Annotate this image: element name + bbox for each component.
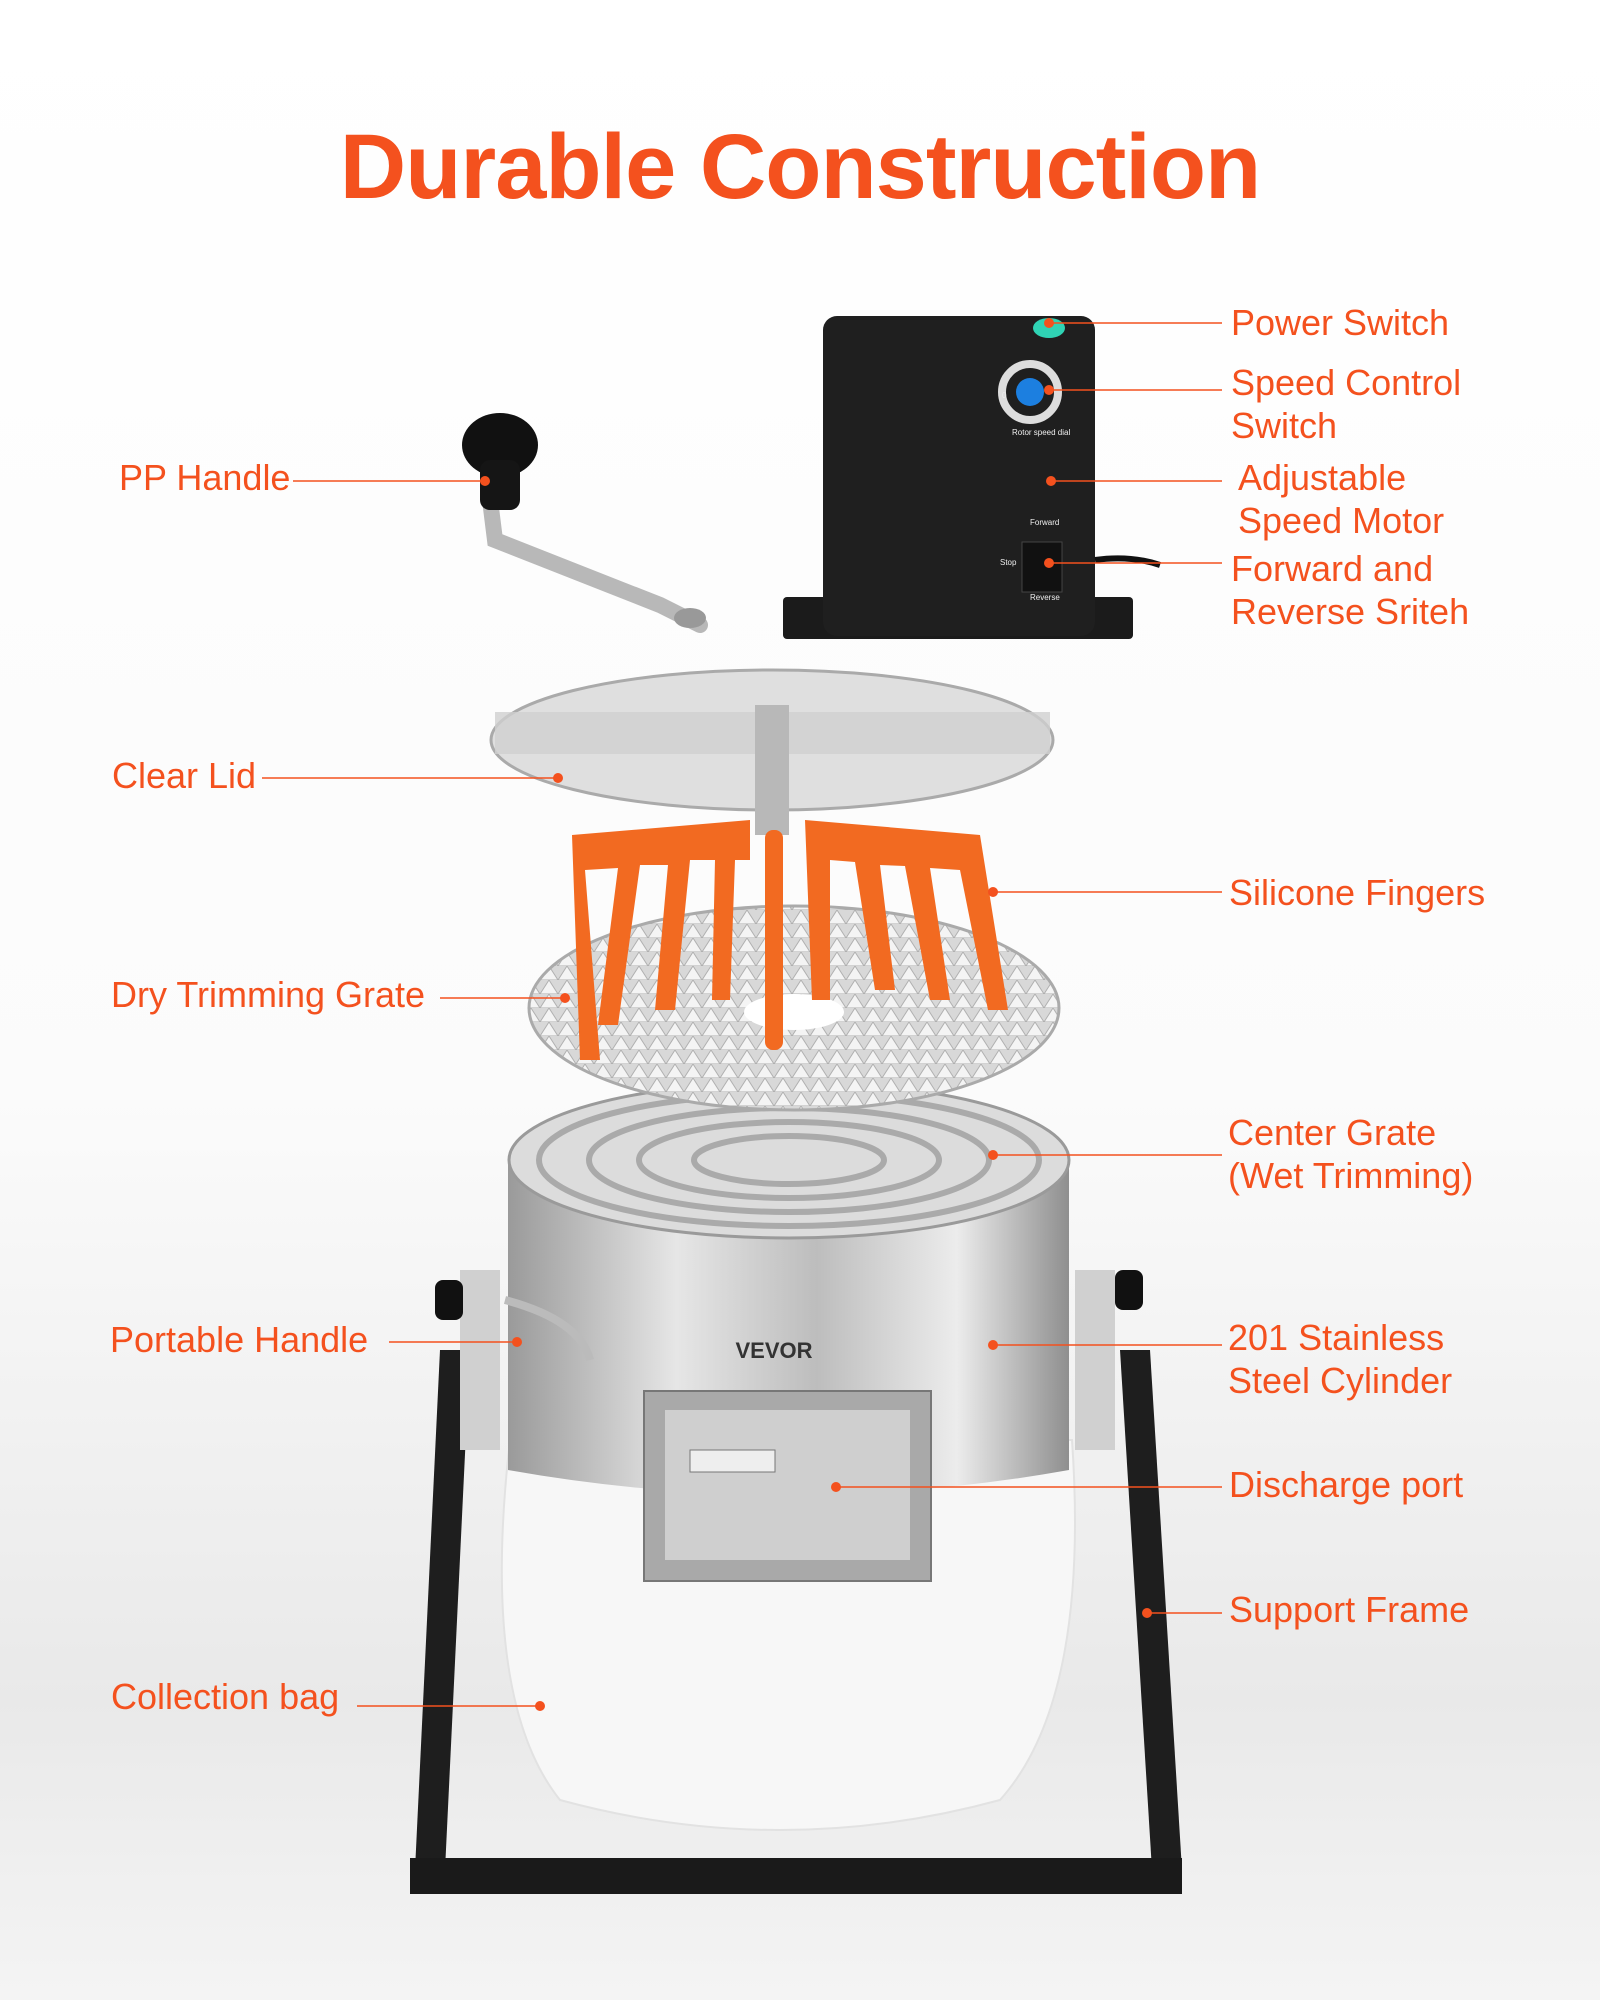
callout-text: Center Grate [1228, 1112, 1437, 1153]
callout-text: Switch [1231, 405, 1338, 446]
callout-center-grate: Center Grate(Wet Trimming) [1228, 1111, 1473, 1197]
callout-clear-lid: Clear Lid [112, 755, 257, 796]
callout-text: 201 Stainless [1228, 1317, 1445, 1358]
speed-control-dial[interactable] [1016, 378, 1044, 406]
callout-text: Reverse Sriteh [1231, 591, 1470, 632]
callout-discharge-port: Discharge port [1229, 1464, 1464, 1505]
callout-dry-trimming-grate: Dry Trimming Grate [111, 974, 426, 1015]
callout-power-switch: Power Switch [1231, 301, 1449, 344]
callout-text: Adjustable [1238, 457, 1407, 498]
pp-handle [462, 413, 708, 633]
forward-reverse-switch[interactable] [1021, 541, 1063, 593]
callout-pp-handle: PP Handle [119, 457, 291, 498]
callout-text: Forward and [1231, 548, 1434, 589]
callout-portable-handle: Portable Handle [110, 1319, 369, 1360]
silicone-fingers [572, 820, 1008, 1060]
adjustable-speed-motor [783, 316, 1133, 639]
dial-zero: 0 [1002, 391, 1007, 400]
callout-collection-bag: Collection bag [111, 1676, 340, 1717]
callout-text: (Wet Trimming) [1228, 1155, 1474, 1196]
steel-cylinder: VEVOR [435, 1080, 1143, 1582]
callout-support-frame: Support Frame [1229, 1589, 1470, 1630]
callout-text: Speed Control [1231, 362, 1462, 403]
callout-text: Speed Motor [1238, 500, 1445, 541]
callout-text: Steel Cylinder [1228, 1360, 1453, 1401]
dial-label: Rotor speed dial [1012, 428, 1070, 437]
switch-stop-label: Stop [1000, 558, 1017, 567]
page-title: Durable Construction [339, 116, 1261, 218]
brand-logo: VEVOR [735, 1338, 812, 1363]
clear-lid [489, 668, 1055, 835]
callout-leaders [262, 318, 1222, 1711]
switch-forward-label: Forward [1030, 518, 1059, 527]
callout-silicone-fingers: Silicone Fingers [1229, 872, 1486, 913]
switch-reverse-label: Reverse [1030, 593, 1060, 602]
callout-text: Power Switch [1231, 302, 1450, 343]
